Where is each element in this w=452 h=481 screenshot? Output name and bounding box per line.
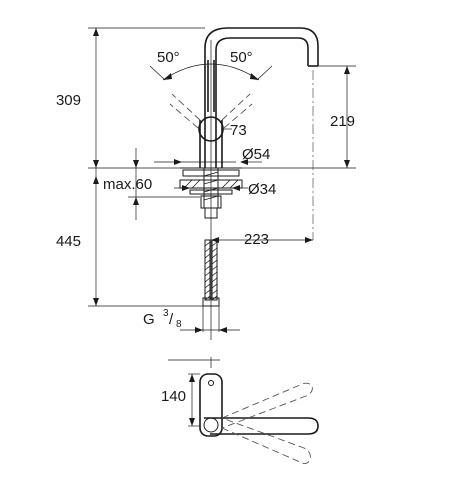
plan-lever: [204, 417, 319, 435]
dim-label-445: 445: [56, 233, 81, 250]
flexible-hoses: [202, 239, 220, 307]
dim-length-below: 445: [56, 168, 203, 307]
faucet-elevation: [149, 27, 319, 340]
dim-overall-height: 309: [56, 27, 205, 169]
dim-label-g-slash: /: [169, 311, 174, 328]
dim-max-thickness: max.60: [103, 148, 200, 220]
dim-label-140: 140: [161, 388, 186, 405]
dim-handle: 73: [222, 122, 247, 139]
dim-label-o54: Ø54: [242, 146, 270, 163]
lever-swing-lines: [169, 93, 253, 129]
dim-label-73: 73: [230, 122, 247, 139]
dim-label-angle-left: 50°: [157, 49, 180, 66]
spout: [204, 27, 319, 240]
dim-label-o34: Ø34: [248, 181, 276, 198]
dim-label-309: 309: [56, 92, 81, 109]
dim-label-223: 223: [244, 231, 269, 248]
plan-view: 140: [161, 357, 319, 465]
dim-spout-reach: 223: [211, 231, 313, 248]
dim-label-g: G: [143, 311, 155, 328]
dim-spout-height: 219: [242, 65, 356, 169]
dim-hole-diameter: Ø34: [174, 181, 276, 198]
dim-connection: G 3 / 8: [143, 306, 240, 333]
dim-label-g-num: 3: [163, 308, 169, 319]
dim-label-g-den: 8: [176, 319, 182, 330]
angle-arc: [149, 63, 273, 81]
dim-base-diameter: Ø54: [154, 146, 270, 165]
dim-label-max60: max.60: [103, 176, 152, 193]
dim-label-219: 219: [330, 113, 355, 130]
dimensions: 309 219 50° 50° 73 Ø54: [56, 27, 356, 333]
dim-label-angle-right: 50°: [230, 49, 253, 66]
plan-body: [199, 373, 223, 437]
